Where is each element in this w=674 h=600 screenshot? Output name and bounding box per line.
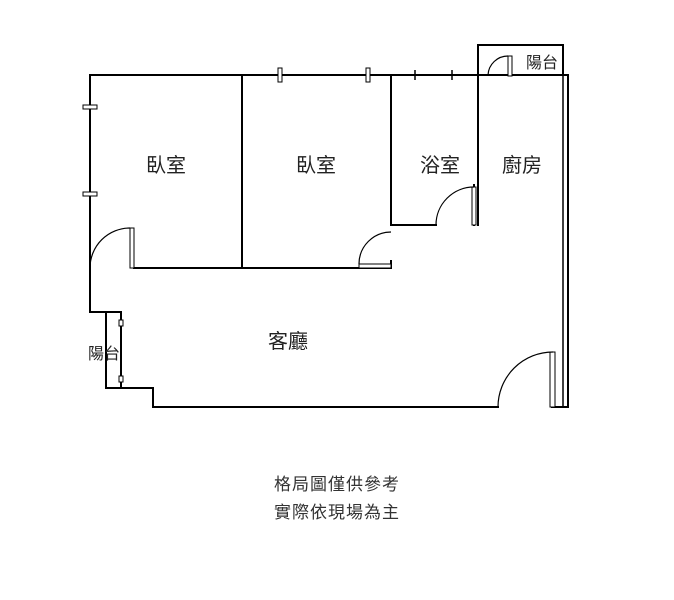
room-label-bedroom-2: 臥室 — [296, 153, 336, 177]
room-label-bathroom: 浴室 — [420, 153, 460, 177]
room-label-balcony-left: 陽台 — [88, 344, 120, 363]
doors — [89, 55, 556, 408]
disclaimer-line-1: 格局圖僅供參考 — [274, 475, 400, 495]
room-label-kitchen: 廚房 — [502, 153, 542, 177]
room-label-bedroom-1: 臥室 — [146, 153, 186, 177]
windows — [82, 67, 453, 383]
room-label-balcony-top: 陽台 — [526, 53, 558, 72]
room-label-living-room: 客廳 — [268, 329, 308, 353]
outer-walls — [89, 44, 569, 408]
disclaimer-line-2: 實際依現場為主 — [274, 503, 400, 523]
